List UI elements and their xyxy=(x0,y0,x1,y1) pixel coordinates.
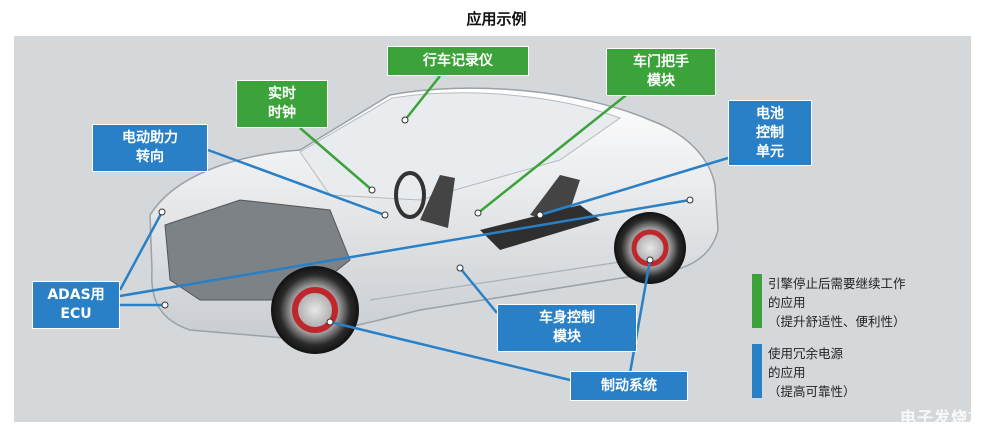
legend-blue-text: 使用冗余电源 的应用 （提高可靠性） xyxy=(768,346,856,399)
page-title: 应用示例 xyxy=(466,10,527,28)
callout-real-time-clock: 实时 时钟 xyxy=(236,80,328,128)
leader-endpoints xyxy=(158,116,694,326)
front-wheel xyxy=(271,266,359,354)
callout-adas-ecu: ADAS用 ECU xyxy=(32,281,120,329)
front-seat xyxy=(420,175,455,228)
watermark: 电子发烧友 xyxy=(899,408,985,427)
rear-wheel xyxy=(614,212,686,284)
callout-electric-power-steering: 电动助力 转向 xyxy=(92,124,208,172)
battery-pack xyxy=(480,205,600,250)
callout-brake-system: 制动系统 xyxy=(570,371,688,401)
legend-green-text: 引擎停止后需要继续工作 的应用 （提升舒适性、便利性） xyxy=(768,276,906,329)
blue-leader-lines xyxy=(118,148,729,382)
car-glass xyxy=(299,92,622,201)
callout-battery-control-unit: 电池 控制 单元 xyxy=(728,100,812,166)
door-line xyxy=(369,261,621,301)
steering-wheel xyxy=(394,171,426,219)
legend-green-swatch xyxy=(752,274,762,328)
callout-body-control-module: 车身控制 模块 xyxy=(497,304,637,352)
legend-blue-swatch xyxy=(752,344,762,398)
front-brake-caliper xyxy=(292,287,338,333)
callout-dashcam: 行车记录仪 xyxy=(387,46,529,76)
callout-door-handle-module: 车门把手 模块 xyxy=(606,48,716,96)
green-leader-lines xyxy=(299,75,631,214)
